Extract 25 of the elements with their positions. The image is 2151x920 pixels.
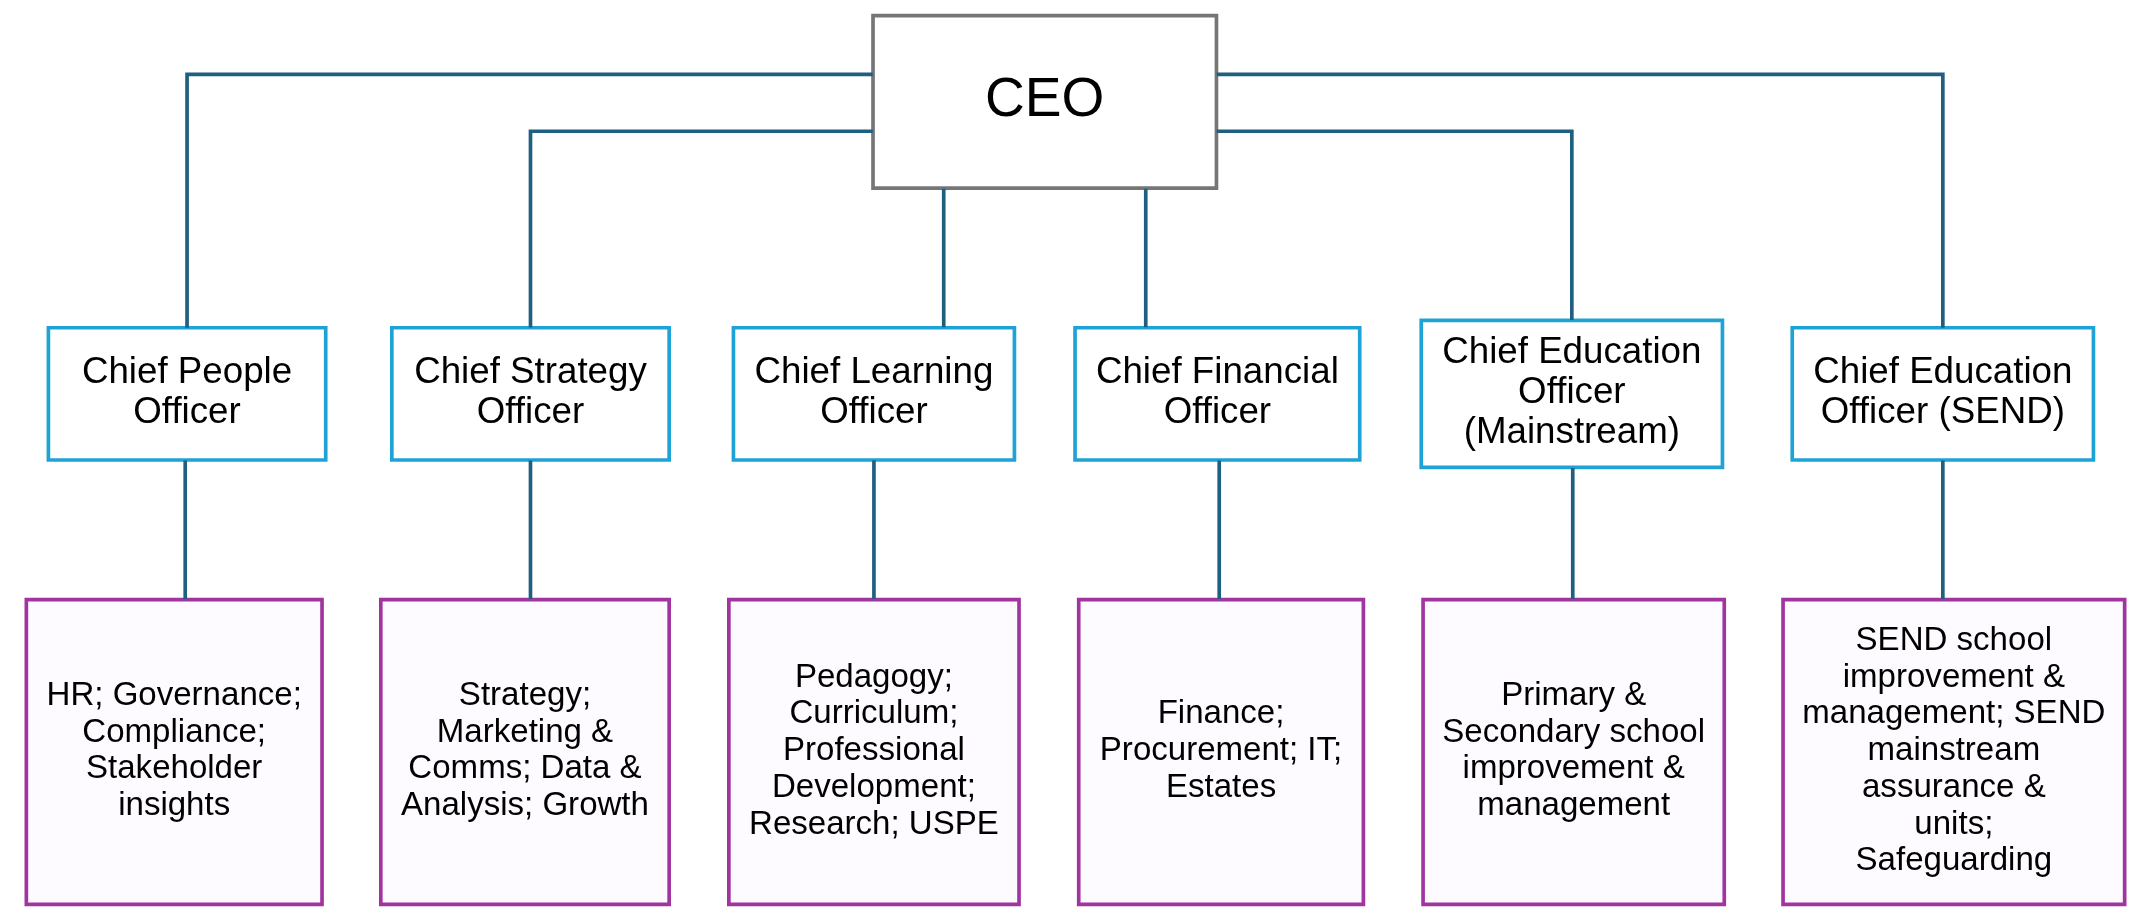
- connector: [185, 72, 873, 328]
- node-box: Primary & Secondary school improvement & management: [1421, 597, 1727, 907]
- node-box: HR; Governance; Compliance; Stakeholder insights: [24, 597, 324, 907]
- connector: [1143, 188, 1148, 328]
- connector: [941, 188, 946, 328]
- connector: [1216, 72, 1945, 328]
- node-box: Chief Learning Officer: [731, 325, 1017, 462]
- connector: [528, 460, 533, 599]
- node-box: Strategy; Marketing & Comms; Data & Analysis; Growth: [378, 597, 671, 907]
- node-box: Chief People Officer: [46, 325, 328, 462]
- connector: [1217, 460, 1222, 599]
- node-box: Chief Strategy Officer: [390, 325, 671, 462]
- node-box: Chief Financial Officer: [1073, 325, 1362, 462]
- connector: [183, 460, 188, 599]
- node-box: SEND school improvement & management; SEND mainstream assurance & units; Safeguarding: [1781, 597, 2127, 907]
- node-box: Finance; Procurement; IT; Estates: [1076, 597, 1366, 907]
- connector: [1570, 468, 1575, 599]
- node-box: Chief Education Officer (SEND): [1790, 325, 2096, 462]
- connector: [1941, 460, 1945, 599]
- node-box: Chief Education Officer (Mainstream): [1419, 318, 1725, 470]
- node-box: Pedagogy; Curriculum; Professional Development; Research; USPE: [727, 597, 1021, 907]
- connector: [872, 460, 876, 599]
- node-box: CEO: [871, 13, 1219, 190]
- connector: [1216, 129, 1574, 321]
- connector: [528, 129, 873, 328]
